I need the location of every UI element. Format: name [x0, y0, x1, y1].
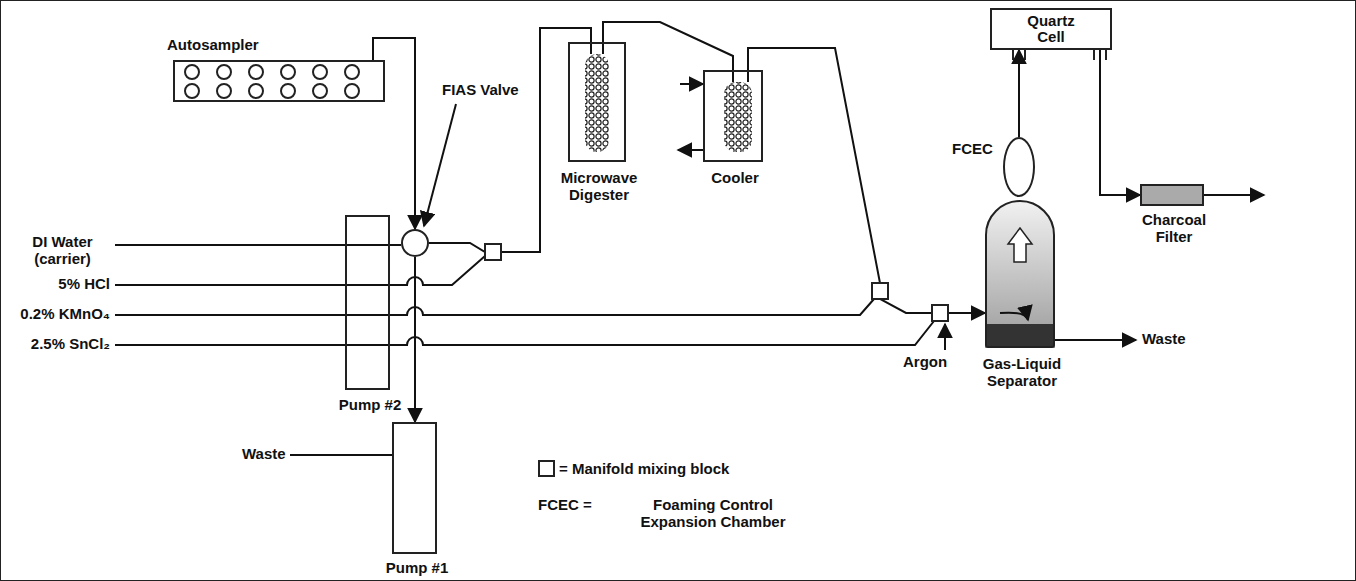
waste-outlet: [1055, 339, 1136, 341]
node-label: Cooler: [685, 170, 785, 187]
charcoal-fill: [1140, 184, 1204, 206]
node-label: Pump #1: [367, 560, 467, 577]
argon-inlet: [944, 324, 946, 350]
flow-line: [1100, 50, 1140, 195]
coolant-out: [678, 149, 703, 151]
cooler-coil: [724, 82, 752, 152]
node-label: Autosampler: [167, 37, 297, 54]
cell-stub: [1013, 50, 1106, 60]
legend-entry: = Manifold mixing block: [538, 460, 729, 477]
flow-line: [603, 22, 733, 70]
pump: Pump #2: [345, 215, 390, 390]
node-label: FIAS Valve: [442, 82, 532, 99]
cooler: Cooler: [703, 70, 763, 162]
waste-label: Waste: [1142, 331, 1202, 348]
quartz-cell: Quartz Cell: [990, 8, 1112, 50]
digester-coil: [585, 54, 609, 152]
coolant-in: [680, 83, 703, 85]
pump: Pump #1: [392, 422, 437, 554]
reagent-label: 5% HCl: [10, 276, 110, 293]
fias-valve: FIAS Valve: [401, 229, 429, 257]
microwave-digester: Microwave Digester: [568, 42, 626, 162]
fcec: FCEC: [1003, 137, 1035, 197]
legend-note: Foaming Control Expansion Chamber: [628, 497, 798, 530]
flow-line: [429, 28, 591, 252]
separator-body: [985, 200, 1055, 348]
gas-flow-arrow: [1008, 228, 1032, 262]
charcoal-filter: Charcoal Filter: [1140, 184, 1204, 206]
node-label: Quartz Cell: [1016, 13, 1086, 46]
gas-label: Argon: [903, 354, 963, 371]
flow-line: [414, 257, 416, 422]
mixing-block-sample: [538, 460, 555, 477]
exhaust-outlet: [1204, 194, 1264, 196]
node-label: Charcoal Filter: [1129, 212, 1219, 245]
waste-label: Waste: [242, 446, 292, 463]
flow-line: [373, 38, 415, 229]
legend-note: FCEC =: [538, 497, 618, 514]
liquid-flow-arrow: [1000, 313, 1028, 320]
legend-text: = Manifold mixing block: [559, 460, 729, 477]
node-label: FCEC: [952, 141, 1000, 158]
leader-line: [424, 104, 456, 226]
mixing-block: [485, 244, 948, 321]
gas-liquid-separator: Gas-Liquid Separator: [985, 200, 1055, 348]
autosampler: Autosampler: [173, 60, 385, 102]
separator-liquid: [986, 324, 1054, 347]
node-label: Microwave Digester: [549, 170, 649, 203]
reagent-lines: [115, 245, 934, 455]
reagent-label: 2.5% SnCl₂: [10, 336, 110, 353]
flow-line: [1018, 50, 1020, 137]
reagent-label: 0.2% KMnO₄: [10, 306, 110, 323]
node-label: Gas-Liquid Separator: [962, 356, 1082, 389]
sample-vials: [185, 65, 359, 98]
carrier-label: DI Water (carrier): [10, 234, 115, 267]
node-label: Pump #2: [320, 397, 420, 414]
flow-line: [748, 48, 985, 313]
